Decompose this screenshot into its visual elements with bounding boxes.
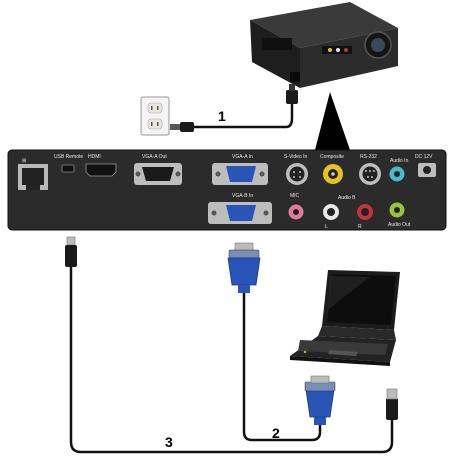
audio-out-port xyxy=(389,202,405,218)
label-audio-out: Audio Out xyxy=(388,222,411,228)
callout-vga-cable: 2 xyxy=(272,425,280,441)
wall-outlet xyxy=(140,96,170,136)
label-hdmi: HDMI xyxy=(88,154,101,160)
network-icon: ⊞ xyxy=(22,158,26,164)
label-dc-12v: DC 12V xyxy=(415,154,433,160)
rj45-port: ⊞ xyxy=(18,158,48,190)
vga-a-out-port xyxy=(134,163,182,185)
rs232-port xyxy=(359,163,381,185)
audio-b-right-port xyxy=(357,204,373,220)
label-vga-a-out: VGA-A Out xyxy=(142,154,167,160)
composite-port xyxy=(323,164,343,184)
callout-usb-cable: 3 xyxy=(165,434,173,450)
connector-panel: ⊞ USB Remote HDMI VGA-A Out VGA-A In VGA… xyxy=(7,149,447,231)
label-s-video-in: S-Video In xyxy=(284,154,307,160)
label-usb-remote: USB Remote xyxy=(54,154,83,160)
usb-cable xyxy=(65,236,398,454)
label-audio-l: L xyxy=(325,224,328,230)
s-video-port xyxy=(286,163,308,185)
label-vga-b-in: VGA-B In xyxy=(232,193,253,199)
label-audio-r: R xyxy=(358,224,362,230)
audio-b-left-port xyxy=(323,204,339,220)
label-audio-b: Audio B xyxy=(338,195,356,201)
dc-12v-port xyxy=(418,163,436,177)
label-composite: Composite xyxy=(320,154,344,160)
projector xyxy=(250,2,398,88)
power-cable xyxy=(170,84,298,132)
label-mic: MIC xyxy=(290,193,300,199)
label-rs232: RS-232 xyxy=(360,154,377,160)
projector-power-socket xyxy=(290,72,300,82)
vga-cable xyxy=(227,242,336,442)
vga-a-in-port xyxy=(212,163,268,185)
mic-port xyxy=(288,204,304,220)
audio-in-port xyxy=(389,166,405,182)
label-vga-a-in: VGA-A In xyxy=(232,154,253,160)
callout-power-cable: 1 xyxy=(218,108,226,124)
zoom-pointer xyxy=(315,92,350,150)
hdmi-port xyxy=(85,163,117,177)
usb-remote-port xyxy=(61,164,75,173)
laptop xyxy=(290,270,400,366)
label-audio-in: Audio In xyxy=(390,158,409,164)
vga-b-in-port xyxy=(208,202,272,224)
